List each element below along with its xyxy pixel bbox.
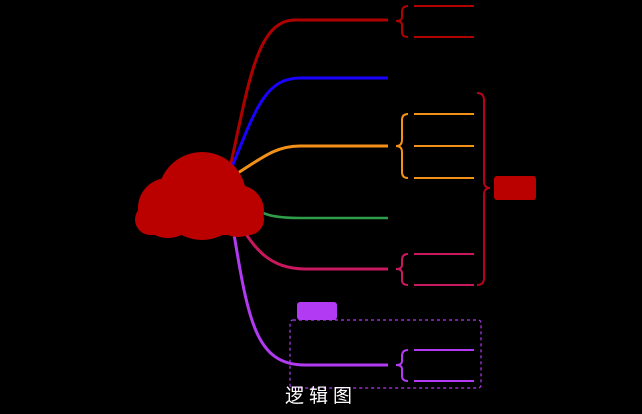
branch-1-brace xyxy=(395,5,409,38)
summary-bracket xyxy=(476,92,491,286)
branch-1-connector xyxy=(226,18,388,177)
branch-3-connector xyxy=(229,144,388,180)
branch-5-brace xyxy=(395,253,409,286)
branch-3-children xyxy=(395,113,474,179)
diagram-caption: 逻辑图 xyxy=(284,385,357,407)
summary-topic[interactable] xyxy=(494,176,536,200)
branch-6-connector xyxy=(230,221,388,367)
branch-5-children xyxy=(395,253,474,286)
branch-6-brace xyxy=(395,349,409,382)
floating-topic[interactable] xyxy=(297,302,337,320)
branch-4-connector xyxy=(249,204,388,220)
branch-1-children xyxy=(395,5,474,38)
central-topic-cloud[interactable] xyxy=(135,152,264,240)
branch-2-connector xyxy=(228,76,388,173)
branch-3-brace xyxy=(395,113,409,179)
branch-6-children xyxy=(395,349,474,382)
boundary-frame[interactable] xyxy=(289,319,482,389)
